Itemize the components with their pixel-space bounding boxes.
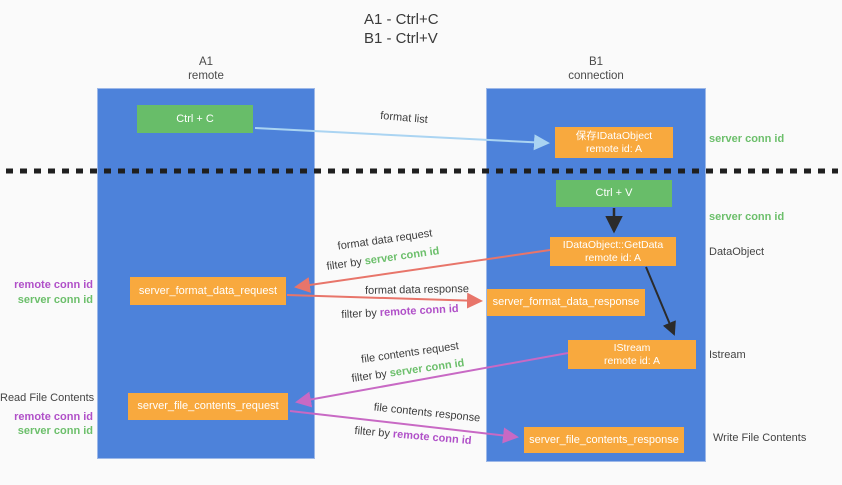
node-save-idataobject-line1: 保存IDataObject	[575, 129, 653, 142]
diagram-title: A1 - Ctrl+C B1 - Ctrl+V	[364, 10, 439, 48]
annotation-remote-conn-id-mid: remote conn id	[14, 279, 93, 291]
annotation-write-file-contents: Write File Contents	[713, 432, 807, 444]
filter-by-text: filter by	[354, 424, 394, 441]
node-save-idataobject: 保存IDataObject remote id: A	[555, 127, 673, 158]
lane-header-b1: B1 connection	[536, 55, 656, 83]
annotation-server-conn-id-mid: server conn id	[709, 211, 785, 223]
annotation-read-file-contents: Read File Contents	[0, 392, 95, 404]
node-idataobject-getdata: IDataObject::GetData remote id: A	[550, 237, 676, 266]
node-ctrl-v: Ctrl + V	[556, 180, 672, 207]
filter-by-text: filter by	[341, 307, 381, 322]
node-istream-line2: remote id: A	[603, 354, 661, 367]
annotation-remote-conn-id-low: remote conn id	[14, 411, 93, 423]
node-ctrl-v-label: Ctrl + V	[595, 187, 633, 199]
node-server-format-data-request-label: server_format_data_request	[138, 284, 278, 297]
lane-a1-role: remote	[188, 70, 224, 82]
label-format-data-response: format data response	[364, 283, 470, 297]
lane-a1-name: A1	[198, 56, 214, 68]
node-server-format-data-response-label: server_format_data_response	[492, 296, 640, 308]
server-conn-id-text: server conn id	[388, 357, 466, 380]
remote-conn-id-text: remote conn id	[392, 428, 472, 448]
server-conn-id-text: server conn id	[363, 245, 441, 268]
annotation-server-conn-id-left-mid: server conn id	[17, 294, 93, 306]
lane-b1-name: B1	[588, 56, 604, 68]
node-istream-line1: IStream	[613, 341, 651, 354]
annotation-dataobject: DataObject	[709, 246, 765, 258]
filter-by-text: filter by	[350, 367, 391, 385]
remote-conn-id-text: remote conn id	[379, 302, 459, 320]
label-file-contents-response: file contents response	[373, 401, 481, 425]
filter-by-text: filter by	[325, 255, 366, 273]
annotation-server-conn-id-top: server conn id	[709, 133, 785, 145]
title-line-1: A1 - Ctrl+C	[364, 11, 439, 28]
lane-header-a1: A1 remote	[146, 55, 266, 83]
lane-b1-role: connection	[568, 70, 624, 82]
node-idataobject-getdata-line2: remote id: A	[584, 251, 642, 264]
label-format-list: format list	[379, 109, 429, 127]
label-filter-by-remote-conn-id-2: filter by remote conn id	[354, 425, 472, 447]
node-server-file-contents-response-label: server_file_contents_response	[529, 433, 679, 446]
annotation-server-conn-id-left-low: server conn id	[17, 425, 93, 437]
node-server-format-data-request: server_format_data_request	[130, 277, 286, 305]
node-istream: IStream remote id: A	[568, 340, 696, 369]
node-ctrl-c: Ctrl + C	[137, 105, 253, 133]
node-server-file-contents-response: server_file_contents_response	[524, 427, 684, 453]
node-save-idataobject-line2: remote id: A	[585, 142, 643, 155]
node-ctrl-c-label: Ctrl + C	[176, 112, 214, 125]
node-server-file-contents-request-label: server_file_contents_request	[137, 400, 279, 412]
node-server-file-contents-request: server_file_contents_request	[128, 393, 288, 420]
annotation-istream: Istream	[709, 349, 746, 361]
label-filter-by-remote-conn-id: filter by remote conn id	[341, 303, 459, 321]
node-server-format-data-response: server_format_data_response	[487, 289, 645, 316]
title-line-2: B1 - Ctrl+V	[364, 30, 438, 47]
node-idataobject-getdata-line1: IDataObject::GetData	[562, 238, 664, 251]
